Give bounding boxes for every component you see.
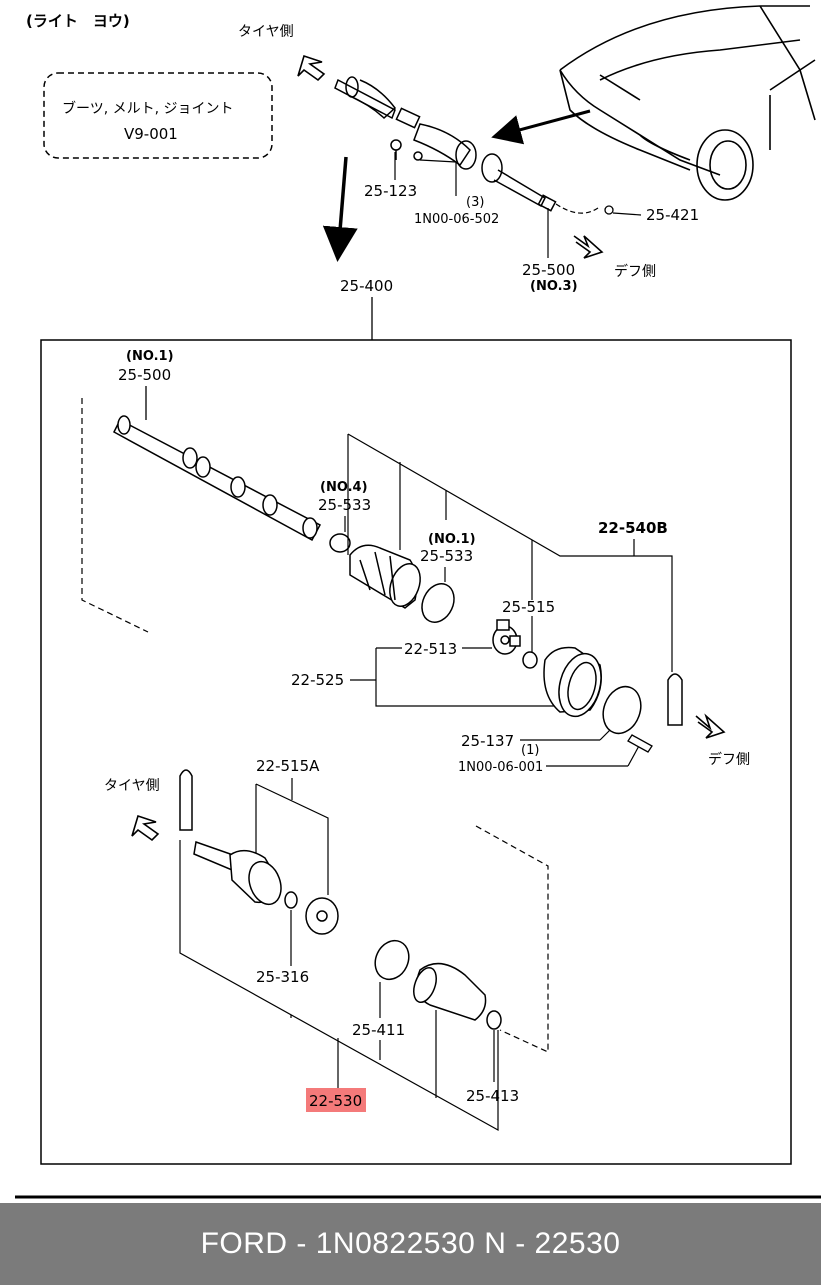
diff-side-arrow-icon-top — [573, 235, 604, 259]
part-label-25-421: 25-421 — [646, 206, 699, 224]
part-label-25-413: 25-413 — [466, 1087, 519, 1105]
grease-tube-22-540b — [667, 673, 683, 726]
part-label-no1-b: (NO.1) — [428, 532, 476, 547]
tire-side-label-low: タイヤ側 — [104, 778, 160, 794]
diagram-title: (ライト ヨウ) — [26, 12, 130, 30]
part-label-22-513: 22-513 — [404, 640, 457, 658]
snap-ring-25-316 — [284, 891, 298, 909]
band-25-411 — [374, 939, 410, 981]
qty-label-1: (1) — [521, 743, 539, 758]
exploded-parts-diagram: (ライト ヨウ) ブーツ, メルト, ジョイント V9-001 タイヤ側 — [15, 5, 821, 1199]
part-label-22-540b: 22-540B — [598, 519, 668, 537]
band-25-533-no1 — [421, 583, 455, 623]
part-label-22-515a: 22-515A — [256, 757, 320, 775]
part-code-1n00-06-001: 1N00-06-001 — [458, 760, 543, 775]
part-label-25-137: 25-137 — [461, 732, 514, 750]
boot-outer — [413, 962, 487, 1021]
band-25-533-no4 — [329, 533, 351, 553]
inner-race — [305, 897, 339, 935]
driveshaft-25-500 — [113, 415, 322, 542]
dust-cover-25-137 — [602, 685, 642, 735]
part-label-25-316: 25-316 — [256, 968, 309, 986]
tripod-joint-22-513 — [492, 619, 521, 655]
screw-icon — [627, 734, 653, 753]
note-line-1: ブーツ, メルト, ジョイント — [62, 100, 234, 117]
part-label-25-533-a: 25-533 — [318, 496, 371, 514]
note-line-2: V9-001 — [124, 125, 178, 143]
part-label-25-400: 25-400 — [340, 277, 393, 295]
boot-inner — [349, 544, 421, 609]
note-box — [43, 72, 273, 159]
part-label-25-411: 25-411 — [352, 1021, 405, 1039]
diff-side-label-top: デフ側 — [614, 263, 656, 280]
part-label-no4: (NO.4) — [320, 480, 368, 495]
part-label-25-515: 25-515 — [502, 598, 555, 616]
part-label-25-500-top: 25-500 — [522, 261, 575, 279]
down-arrow — [322, 156, 358, 262]
part-number-footer: FORD - 1N0822530 N - 22530 — [0, 1203, 821, 1285]
part-label-25-500-box: 25-500 — [118, 366, 171, 384]
part-code-1n00-06-502: 1N00-06-502 — [414, 212, 499, 227]
car-illustration — [559, 5, 816, 201]
highlight-22-530 — [306, 1088, 366, 1112]
part-label-25-533-b: 25-533 — [420, 547, 473, 565]
grease-tube-low — [179, 769, 193, 831]
circlip-25-515 — [522, 651, 538, 669]
car-to-shaft-arrow — [491, 109, 591, 145]
top-driveshaft-assembly — [334, 76, 557, 212]
tire-side-label-top: タイヤ側 — [238, 24, 294, 40]
diff-side-arrow-icon-mid — [695, 713, 726, 739]
part-label-25-123: 25-123 — [364, 182, 417, 200]
tire-side-arrow-icon — [297, 54, 326, 82]
tire-side-arrow-icon-low — [131, 814, 160, 842]
band-25-413 — [486, 1010, 502, 1030]
qty-label-3: (3) — [466, 195, 484, 210]
part-label-no3: (NO.3) — [530, 279, 578, 294]
assembly-frame — [40, 339, 792, 1165]
housing-22-525 — [543, 646, 602, 718]
cv-joint-22-515a — [193, 840, 282, 906]
part-label-no1-a: (NO.1) — [126, 349, 174, 364]
part-label-22-530[interactable]: 22-530 — [309, 1092, 362, 1110]
footer-text: FORD - 1N0822530 N - 22530 — [200, 1227, 621, 1260]
part-label-22-525: 22-525 — [291, 671, 344, 689]
diff-side-label-mid: デフ側 — [708, 751, 750, 768]
